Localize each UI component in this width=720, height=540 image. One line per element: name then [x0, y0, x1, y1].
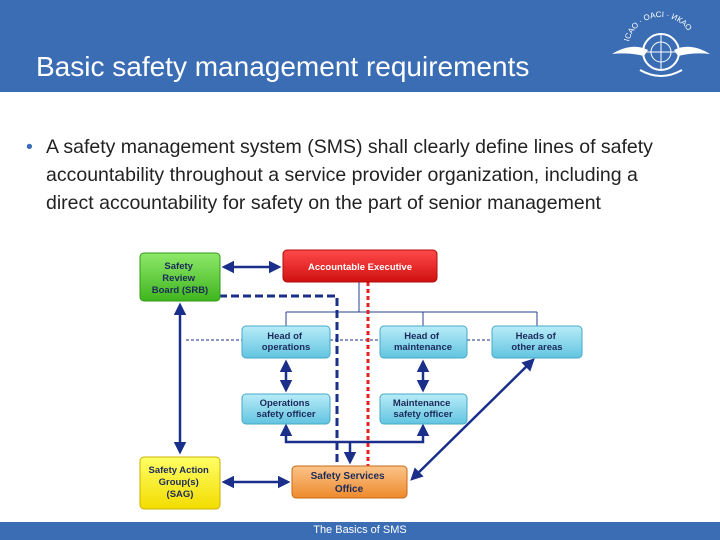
srb-to-sso-dashed-path — [219, 294, 339, 466]
bullet-text: A safety management system (SMS) shall c… — [46, 136, 653, 214]
icao-logo-icon: ICAO · OACI · ИКАО — [612, 10, 710, 77]
heads-of-other-areas-label: Heads of other areas — [511, 331, 562, 353]
bullet-marker: • — [26, 136, 33, 158]
bullet-item: • A safety management system (SMS) shall… — [26, 133, 666, 217]
accountable-executive-label: Accountable Executive — [308, 262, 412, 273]
page-title: Basic safety management requirements — [36, 51, 530, 82]
srb-label: Safety Review Board (SRB) — [152, 261, 208, 296]
operations-safety-officer-box: Operations safety officer — [241, 393, 331, 425]
footer-text: The Basics of SMS — [313, 524, 407, 536]
accountable-executive-box: Accountable Executive — [282, 249, 438, 283]
maintenance-safety-officer-label: Maintenance safety officer — [393, 398, 453, 420]
head-of-operations-box: Head of operations — [241, 325, 331, 359]
sag-label: Safety Action Group(s) (SAG) — [149, 465, 212, 500]
sag-box: Safety Action Group(s) (SAG) — [139, 456, 221, 510]
head-of-maintenance-box: Head of maintenance — [379, 325, 468, 359]
title-bar — [0, 0, 720, 92]
heads-of-other-areas-box: Heads of other areas — [491, 325, 583, 359]
operations-safety-officer-label: Operations safety officer — [256, 398, 315, 420]
footer-bar: The Basics of SMS — [0, 522, 720, 540]
head-of-maintenance-label: Head of maintenance — [394, 331, 452, 353]
srb-box: Safety Review Board (SRB) — [139, 252, 221, 302]
safety-services-office-label: Safety Services Office — [311, 471, 388, 495]
org-lines — [285, 282, 538, 326]
maintenance-safety-officer-box: Maintenance safety officer — [379, 393, 468, 425]
arrows — [173, 260, 535, 489]
safety-services-office-box: Safety Services Office — [291, 465, 408, 499]
head-of-operations-label: Head of operations — [262, 331, 311, 353]
